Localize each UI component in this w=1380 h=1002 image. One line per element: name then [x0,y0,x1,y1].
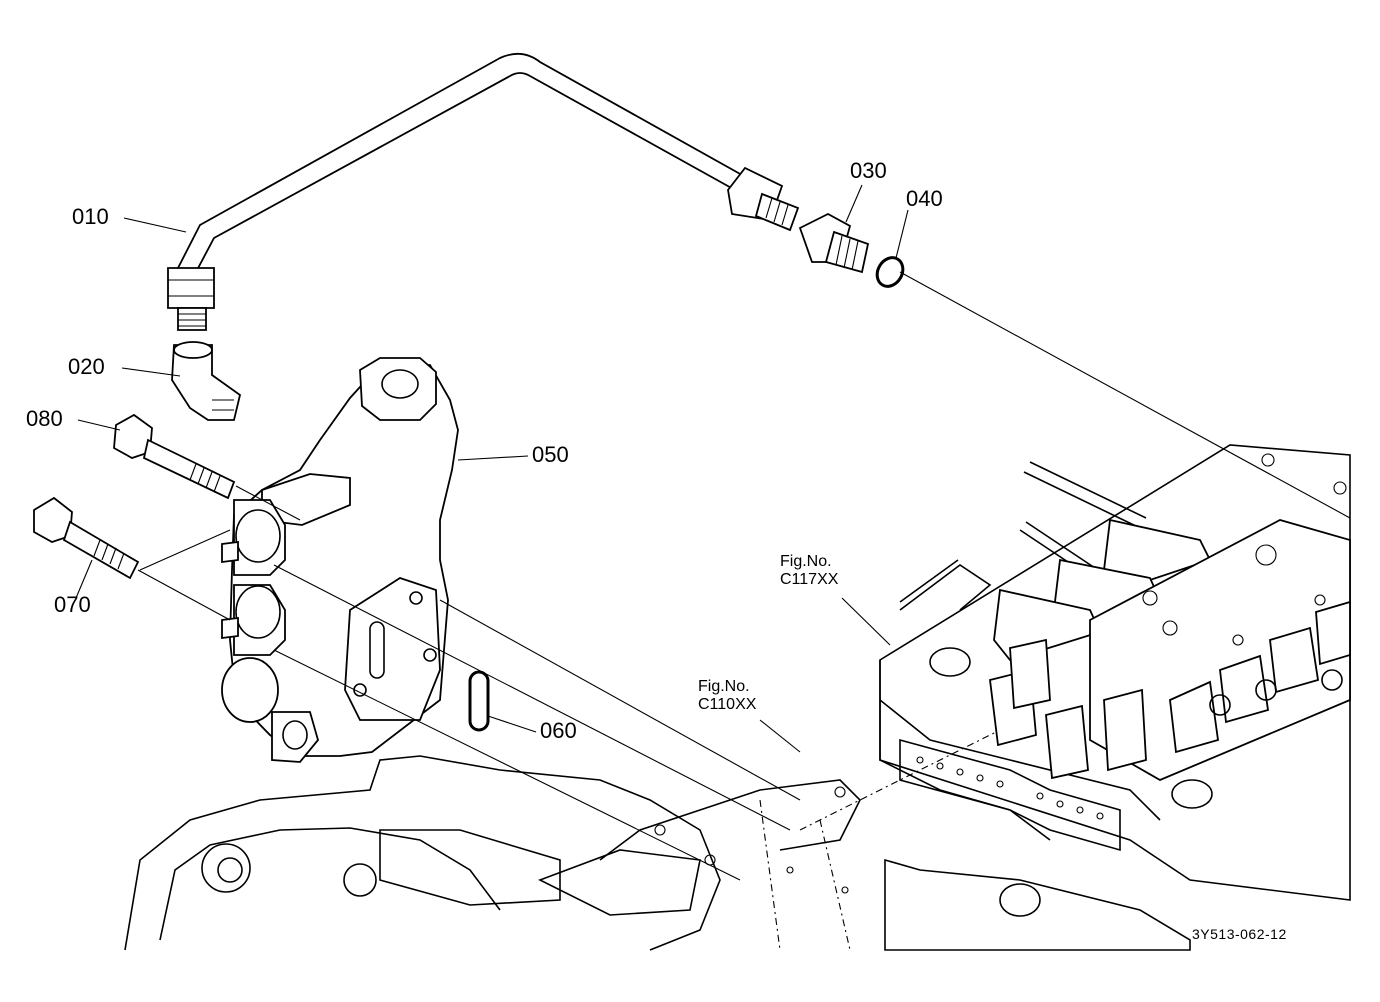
o-ring-040 [875,256,905,288]
bolt-070 [33,496,140,580]
valve-body-050 [221,357,459,763]
o-ring-060 [468,670,490,732]
callout-030: 030 [850,158,887,183]
callout-050: 050 [532,442,569,467]
figure-ref-c110: Fig.No. C110XX [698,678,756,714]
bolt-080 [113,413,236,500]
figure-ref-c110-line1: Fig.No. [698,678,750,695]
adapter-030 [798,212,870,274]
figure-ref-c117-line1: Fig.No. [780,553,832,570]
elbow-020 [171,341,242,421]
housing-outline [124,755,861,951]
callout-060: 060 [540,718,577,743]
figure-ref-c117-line2: C117XX [780,571,839,588]
leader-lines [75,184,909,753]
callout-080: 080 [26,406,63,431]
pipe-010 [167,52,800,331]
callout-010: 010 [72,204,109,229]
figure-ref-c110-line2: C110XX [698,696,757,713]
control-block-assembly [879,444,1351,951]
callout-070: 070 [54,592,91,617]
figure-ref-c117: Fig.No. C117XX [780,553,838,589]
document-id: 3Y513-062-12 [1192,926,1287,942]
callout-020: 020 [68,354,105,379]
callout-040: 040 [906,186,943,211]
